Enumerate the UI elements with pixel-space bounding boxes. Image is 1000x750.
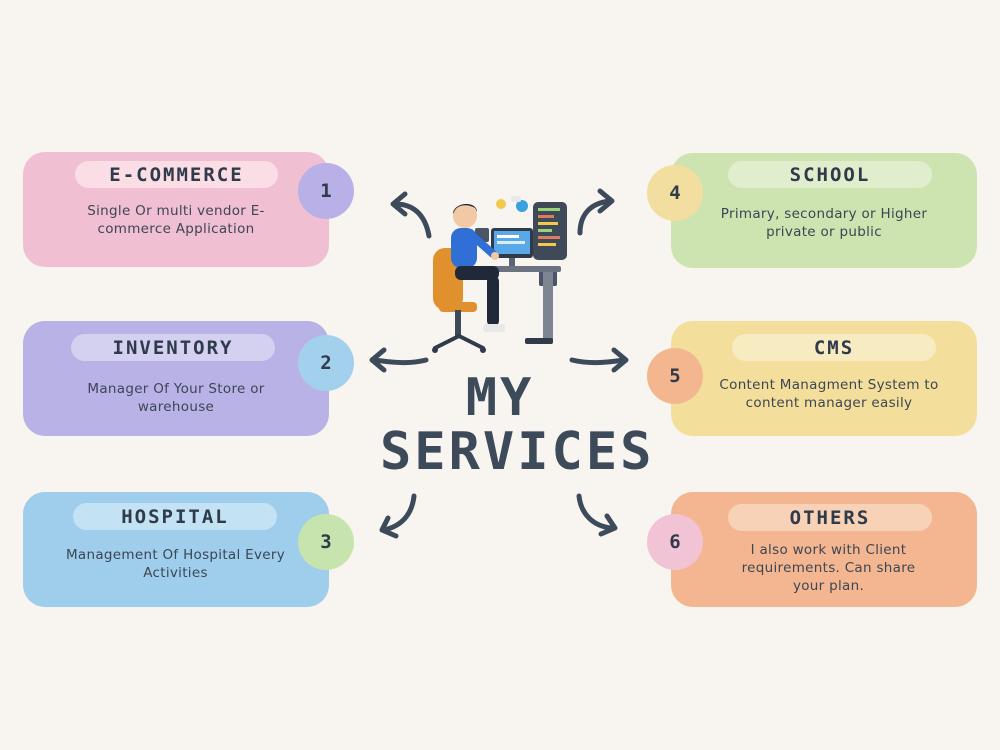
arrow-to-service-3 [379,493,417,539]
service-description: Manager Of Your Store or warehouse [87,381,265,415]
developer-at-desk-icon [432,196,567,353]
arrow-to-service-6 [576,493,618,537]
service-description: Management Of Hospital Every Activities [65,547,286,581]
page-title-line-1: MY [465,368,535,428]
service-description: Content Managment System to content mana… [719,377,939,411]
service-card-inventory: INVENTORY Manager Of Your Store or wareh… [23,321,329,436]
service-name-pill: OTHERS [728,504,932,531]
service-number-badge: 5 [647,348,703,404]
service-name-pill: E-COMMERCE [75,161,278,188]
service-name-pill: CMS [732,334,936,361]
service-name-pill: HOSPITAL [73,503,277,530]
arrow-to-service-5 [569,347,629,373]
service-description: I also work with Client requirements. Ca… [741,542,916,594]
service-number-badge: 3 [298,514,354,570]
service-card-cms: CMS Content Managment System to content … [671,321,977,436]
service-card-ecommerce: E-COMMERCE Single Or multi vendor E-comm… [23,152,329,267]
service-name-pill: SCHOOL [728,161,932,188]
service-card-hospital: HOSPITAL Management Of Hospital Every Ac… [23,492,329,607]
arrow-to-service-4 [577,188,615,236]
service-name-pill: INVENTORY [71,334,275,361]
service-card-school: SCHOOL Primary, secondary or Higher priv… [671,153,977,268]
arrow-to-service-1 [390,191,432,239]
page-title-line-2: SERVICES [380,422,655,482]
arrow-to-service-2 [369,347,429,373]
service-number-badge: 6 [647,514,703,570]
service-number-badge: 1 [298,163,354,219]
service-number-badge: 4 [647,165,703,221]
service-number-badge: 2 [298,335,354,391]
service-description: Primary, secondary or Higher private or … [720,206,928,240]
service-description: Single Or multi vendor E-commerce Applic… [87,203,265,237]
service-card-others: OTHERS I also work with Client requireme… [671,492,977,607]
